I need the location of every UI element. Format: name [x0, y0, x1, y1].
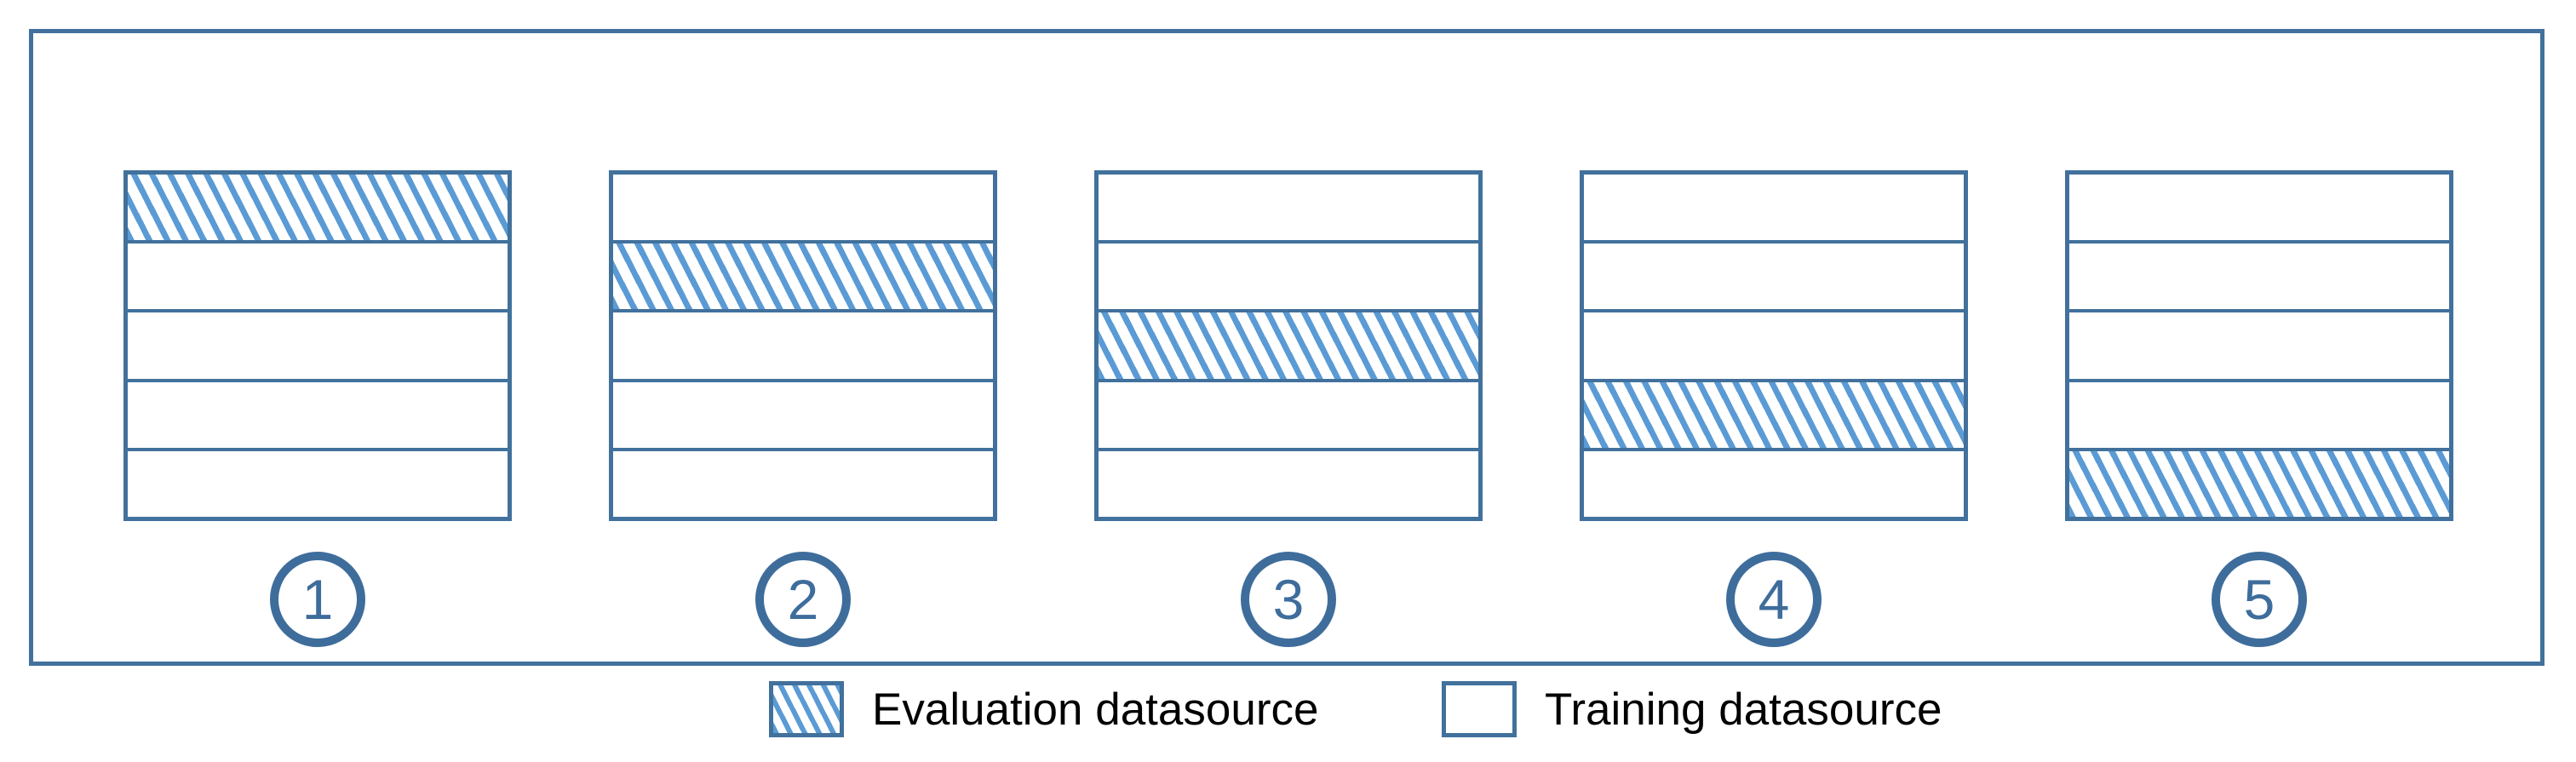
fold-5: 5: [2065, 170, 2453, 647]
training-datasource-row: [128, 309, 508, 379]
training-datasource-row: [2069, 309, 2449, 379]
training-datasource-row: [613, 175, 993, 241]
training-datasource-row: [2069, 175, 2449, 241]
training-datasource-row: [128, 447, 508, 518]
evaluation-datasource-row: [1584, 378, 1964, 448]
training-swatch-icon: [1442, 681, 1517, 737]
outer-frame: [29, 29, 2544, 666]
fold-3: 3: [1094, 170, 1483, 647]
training-datasource-row: [1099, 447, 1478, 518]
training-datasource-row: [128, 240, 508, 310]
legend-item-evaluation: Evaluation datasource: [769, 681, 1318, 737]
fold-1: 1: [123, 170, 512, 647]
fold-number-badge: 1: [270, 552, 365, 647]
fold-2: 2: [609, 170, 997, 647]
legend-item-training: Training datasource: [1442, 681, 1942, 737]
training-datasource-row: [1099, 240, 1478, 310]
fold-block-5: [2065, 170, 2453, 521]
fold-number-badge: 4: [1726, 552, 1822, 647]
evaluation-datasource-row: [1099, 309, 1478, 379]
evaluation-datasource-row: [2069, 447, 2449, 518]
fold-block-1: [123, 170, 512, 521]
fold-number-badge: 2: [755, 552, 851, 647]
training-datasource-row: [1099, 175, 1478, 241]
evaluation-datasource-row: [613, 240, 993, 310]
training-datasource-row: [613, 447, 993, 518]
fold-block-4: [1580, 170, 1968, 521]
legend-label-evaluation: Evaluation datasource: [872, 684, 1319, 735]
training-datasource-row: [1099, 378, 1478, 448]
evaluation-swatch-icon: [769, 681, 844, 737]
fold-4: 4: [1580, 170, 1968, 647]
fold-block-3: [1094, 170, 1483, 521]
fold-number-badge: 3: [1241, 552, 1336, 647]
evaluation-datasource-row: [128, 175, 508, 241]
training-datasource-row: [1584, 447, 1964, 518]
fold-block-2: [609, 170, 997, 521]
training-datasource-row: [2069, 378, 2449, 448]
training-datasource-row: [613, 309, 993, 379]
training-datasource-row: [1584, 175, 1964, 241]
fold-number-badge: 5: [2212, 552, 2307, 647]
training-datasource-row: [613, 378, 993, 448]
training-datasource-row: [1584, 240, 1964, 310]
training-datasource-row: [1584, 309, 1964, 379]
training-datasource-row: [128, 378, 508, 448]
legend-label-training: Training datasource: [1545, 684, 1942, 735]
training-datasource-row: [2069, 240, 2449, 310]
